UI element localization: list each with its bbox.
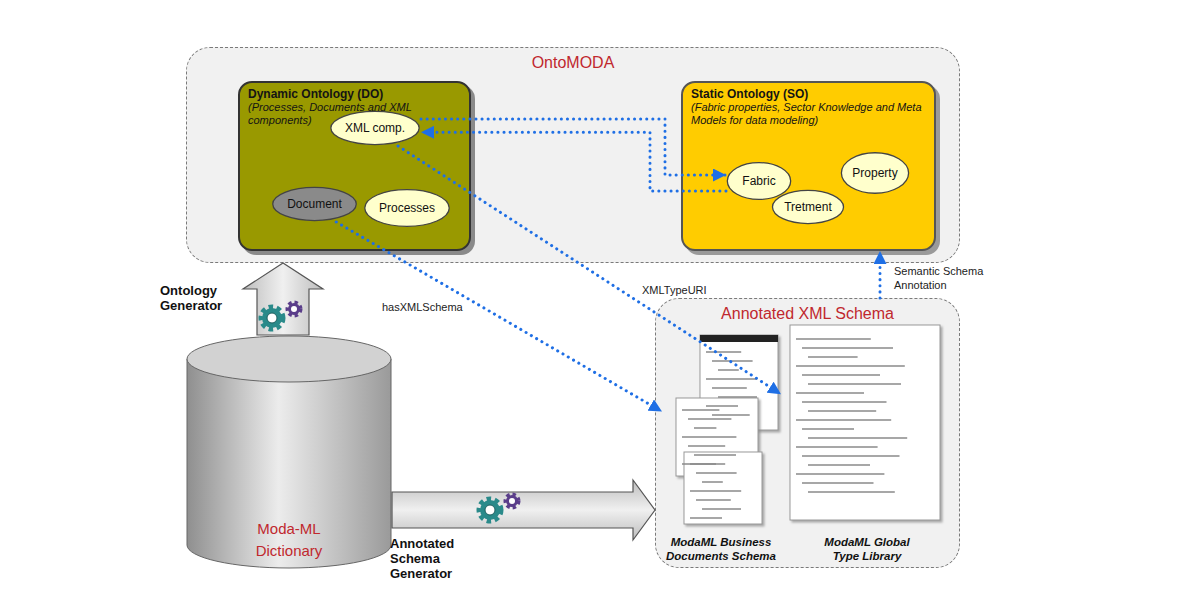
relation-arrow [421,119,726,175]
code-line [796,473,884,475]
code-line [796,446,878,448]
schema-page-icons [676,325,940,524]
gear-large [480,500,500,520]
generator-label: Ontology Generator [160,283,242,313]
ontology-region: OntoMODA Dynamic Ontology (DO)(Processes,… [186,47,960,263]
code-line [796,365,905,367]
node-label: Processes [379,201,435,215]
code-line [802,374,880,376]
node-label: Dynamic Ontology (DO) [248,87,461,101]
node-label: XML comp. [345,121,405,135]
code-line [706,351,741,353]
code-line [688,445,725,447]
concept-ellipse: Processes [363,188,451,228]
code-line [808,464,870,466]
code-line [696,472,737,474]
node-label: Moda-ML Dictionary [244,518,334,562]
code-line [808,437,907,439]
schema-page [790,325,940,520]
concept-ellipse: Property [840,151,910,195]
code-line [688,418,731,420]
ontology-box: Dynamic Ontology (DO)(Processes, Documen… [238,81,471,251]
code-line [682,409,719,411]
code-line [796,392,864,394]
node-label: Property [852,166,897,180]
code-line [808,356,858,358]
node-label: Fabric [742,174,775,188]
code-line [712,387,747,389]
gear-hub [485,505,495,515]
gear-small [506,495,518,507]
code-line [694,427,716,429]
code-line [712,414,750,416]
concept-ellipse: XML comp. [329,110,421,146]
page-header-bar [700,335,778,342]
relation-arrow [879,251,882,298]
node-label: Annotated XML Schema [656,299,959,323]
gear-hub [291,306,297,312]
code-line [802,482,874,484]
gear-icon [262,303,300,328]
concept-ellipse: Document [271,186,358,222]
code-line [690,463,725,465]
code-line [706,405,738,407]
code-line [702,508,741,510]
node-label: OntoMODA [187,48,959,72]
ellipse-shape [841,153,908,193]
ellipse-shape [772,190,843,223]
relation-arrow [336,222,662,412]
code-line [796,338,871,340]
node-label: Tretment [784,200,832,214]
gear-large [262,308,282,328]
code-line [796,419,891,421]
node-label: (Fabric properties, Sector Knowledge and… [691,101,926,127]
code-line [718,369,739,371]
relation-arrow [421,132,726,191]
gear-icon [480,495,518,520]
gear-hub [509,498,515,504]
node-label: ModaML Business Documents Schema [662,535,780,563]
schema-page [684,452,762,524]
code-line [696,499,731,501]
code-line [802,401,887,403]
ellipse-shape [331,111,419,144]
code-line [802,347,893,349]
code-line [718,396,757,398]
gear-hub [267,313,277,323]
generator-label: Annotated Schema Generator [390,536,470,581]
relation-arrow [398,146,781,394]
code-line [702,481,723,483]
code-line [690,490,741,492]
connector-plug [262,314,414,523]
cylinder-body [187,359,391,568]
concept-ellipse: Tretment [771,189,845,225]
ontology-box: Static Ontology (SO)(Fabric properties, … [681,81,936,251]
code-line [808,383,901,385]
ellipse-shape [727,163,790,200]
code-line [682,436,736,438]
code-line [808,491,895,493]
database-cylinder: Moda-ML Dictionary [186,335,392,570]
code-line [706,378,757,380]
code-line [808,410,876,412]
code-line [690,517,722,519]
generator-arrow [243,263,323,335]
gear-small [288,303,300,315]
code-line [802,428,854,430]
node-label: Static Ontology (SO) [691,87,926,101]
node-label: Document [287,197,342,211]
ellipse-shape [273,187,357,220]
ellipse-shape [365,190,449,227]
node-label: ModaML Global Type Library [811,535,923,563]
relation-label: XMLTypeURI [640,283,709,297]
cylinder-top [187,336,391,382]
relation-label: hasXMLSchema [380,300,465,314]
code-line [694,454,736,456]
relation-label: Semantic Schema Annotation [892,264,996,292]
generator-arrow [392,480,655,540]
code-line [802,455,900,457]
